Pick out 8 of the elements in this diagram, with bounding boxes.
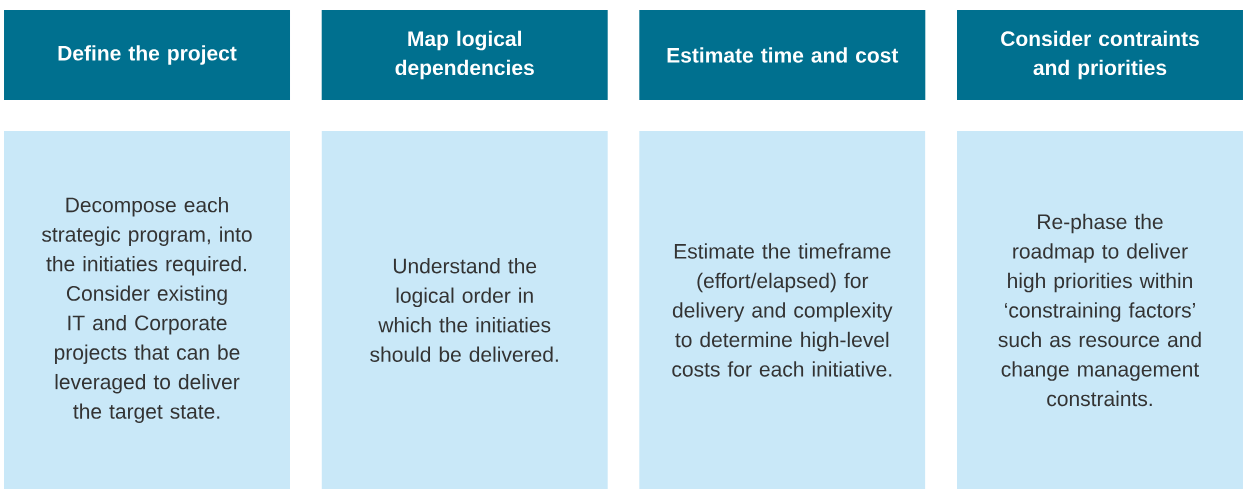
step-description-box: Decompose each strategic program, into the initiaties required. Consider existing IT and Corporate projects that can be leveraged to deliver the target state. [4,131,290,489]
step-header: Define the project [4,10,290,100]
step-header: Estimate time and cost [639,10,926,100]
step-description-box: Understand the logical order in which the initiaties should be delivered. [321,131,608,489]
step-header: Consider contraints and priorities [957,10,1243,100]
step-description-box: Estimate the timeframe (effort/elapsed) for delivery and complexity to determine high-level costs for each initiative. [639,131,926,489]
step-description-box: Re-phase the roadmap to deliver high priorities within ‘constraining factors’ such as resource and change management constraints. [957,131,1243,489]
step-header: Map logical dependencies [321,10,608,100]
